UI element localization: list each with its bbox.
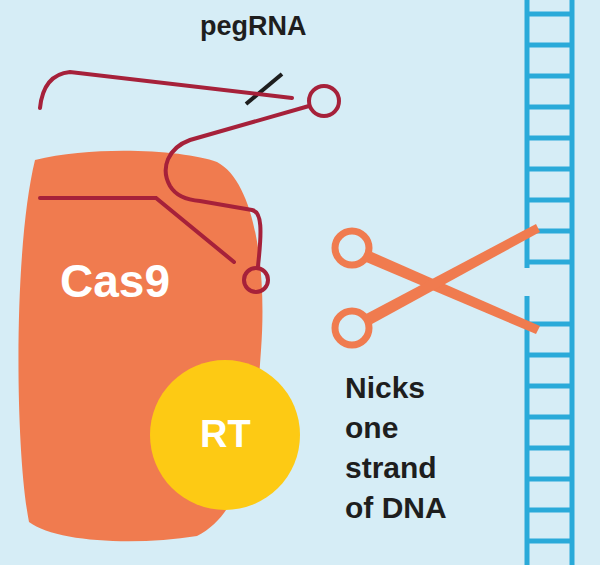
dna-rung: [527, 384, 572, 389]
scissor-blade: [366, 224, 540, 324]
dna-strand: [525, 296, 530, 565]
dna-rung: [527, 415, 572, 420]
leader-line: [246, 74, 282, 104]
dna-rung: [527, 446, 572, 451]
scissor-handle: [335, 231, 369, 265]
dna-ladder: [527, 0, 572, 565]
annotation-text: Nicks one strand of DNA: [345, 368, 459, 528]
dna-strand: [525, 0, 530, 268]
dna-rung: [527, 74, 572, 79]
dna-rung: [527, 508, 572, 513]
dna-rung: [527, 539, 572, 544]
node-label: Cas9: [60, 256, 170, 307]
part-name: pegRNA: [200, 10, 307, 42]
dna-rung: [527, 198, 572, 203]
dna-rung: [527, 43, 572, 48]
enzyme-circle: RT: [150, 360, 300, 510]
scissor-handle: [335, 311, 369, 345]
dna-rung: [527, 105, 572, 110]
dna-rung: [527, 136, 572, 141]
scissor-blade: [366, 252, 540, 334]
dna-rung: [527, 167, 572, 172]
dna-rung: [527, 12, 572, 17]
dna-rung: [527, 353, 572, 358]
scissors: [335, 224, 540, 345]
dna-rung: [527, 260, 572, 265]
node-label: RT: [200, 414, 251, 456]
dna-rung: [527, 477, 572, 482]
